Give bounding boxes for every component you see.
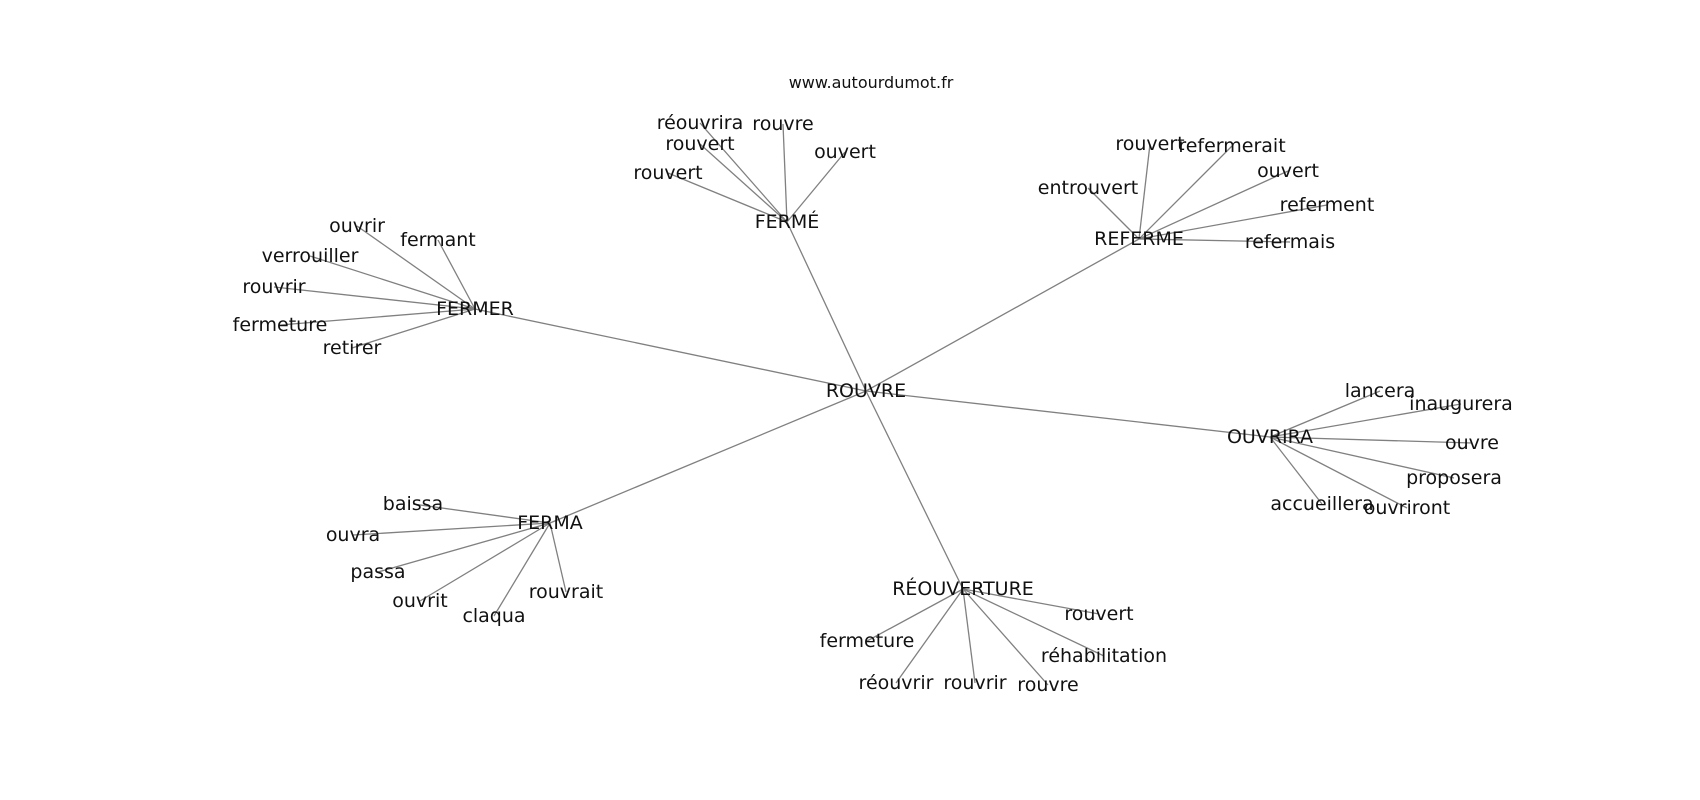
leaf-node: refermerait (1178, 135, 1285, 157)
edge-cluster-to-leaf (279, 308, 476, 326)
leaf-node: refermais (1245, 231, 1335, 253)
leaf-node: accueillera (1270, 493, 1373, 515)
labels-layer: ROUVRE FERMÉ réouvrira rouvre rouvert rouvert… (233, 112, 1513, 696)
edge-cluster-to-leaf (1087, 187, 1140, 240)
leaf-node: ouvrit (392, 590, 447, 612)
edge-cluster-to-leaf (962, 588, 1100, 615)
leaf-node: inaugurera (1409, 393, 1513, 415)
edge-cluster-to-leaf (699, 122, 788, 223)
edge-center-to-cluster (865, 238, 1140, 392)
leaf-node: rouvert (1115, 133, 1184, 155)
cluster-node: REFERME (1094, 228, 1184, 250)
edge-cluster-to-leaf (895, 588, 964, 684)
edge-center-to-cluster (786, 221, 867, 392)
cluster-node: FERMÉ (755, 210, 820, 233)
edge-cluster-to-leaf (1138, 204, 1328, 240)
leaf-node: claqua (462, 605, 525, 627)
leaf-node: rouvrait (529, 581, 604, 603)
leaf-node: lancera (1345, 380, 1416, 402)
edge-cluster-to-leaf (962, 588, 976, 684)
edge-cluster-to-leaf (1269, 390, 1381, 438)
edge-cluster-to-leaf (786, 151, 846, 223)
leaf-node: fermeture (820, 630, 915, 652)
edge-cluster-to-leaf (699, 143, 788, 223)
edge-cluster-to-leaf (1138, 145, 1233, 240)
edge-cluster-to-leaf (1138, 170, 1289, 240)
edge-center-to-cluster (865, 390, 964, 590)
edge-cluster-to-leaf (1269, 436, 1408, 509)
edge-cluster-to-leaf (351, 308, 476, 349)
edge-cluster-to-leaf (866, 588, 964, 642)
leaf-node: ouvre (1445, 432, 1499, 454)
leaf-node: réouvrira (657, 112, 744, 134)
edge-center-to-cluster (549, 390, 867, 524)
edge-cluster-to-leaf (1138, 238, 1291, 243)
edge-cluster-to-leaf (962, 588, 1049, 686)
cluster-node: FERMER (436, 298, 514, 320)
leaf-node: rouvert (633, 162, 702, 184)
edge-cluster-to-leaf (352, 522, 551, 536)
edge-cluster-to-leaf (1269, 436, 1473, 444)
leaf-node: ouvert (814, 141, 876, 163)
leaf-node: rouvrir (943, 672, 1006, 694)
edge-cluster-to-leaf (273, 286, 476, 310)
center-node: ROUVRE (826, 380, 906, 402)
edge-cluster-to-leaf (782, 123, 788, 223)
edges-layer (273, 122, 1473, 686)
edge-cluster-to-leaf (493, 522, 551, 617)
edge-center-to-cluster (474, 308, 867, 392)
edge-cluster-to-leaf (667, 172, 788, 223)
leaf-node: verrouiller (262, 245, 359, 267)
leaf-node: rouvrir (242, 276, 305, 298)
leaf-node: réouvrir (859, 672, 934, 694)
edge-cluster-to-leaf (377, 522, 551, 573)
cluster-node: RÉOUVERTURE (892, 577, 1034, 600)
edge-cluster-to-leaf (309, 255, 476, 310)
edge-cluster-to-leaf (356, 225, 476, 310)
leaf-node: rouvert (1064, 603, 1133, 625)
leaf-node: ouvra (326, 524, 380, 546)
leaf-node: ouvrir (329, 215, 385, 237)
leaf-node: fermeture (233, 314, 328, 336)
edge-cluster-to-leaf (437, 239, 476, 310)
edge-cluster-to-leaf (962, 588, 1105, 657)
edge-cluster-to-leaf (1138, 143, 1151, 240)
leaf-node: rouvre (752, 113, 813, 135)
edge-center-to-cluster (865, 390, 1271, 438)
edge-cluster-to-leaf (1269, 436, 1323, 505)
leaf-node: réhabilitation (1041, 645, 1167, 667)
leaf-node: ouvriront (1364, 497, 1451, 519)
leaf-node: proposera (1406, 467, 1502, 489)
leaf-node: rouvert (665, 133, 734, 155)
edge-cluster-to-leaf (1269, 403, 1462, 438)
leaf-node: passa (350, 561, 405, 583)
edge-cluster-to-leaf (1269, 436, 1455, 479)
edge-cluster-to-leaf (412, 503, 551, 524)
leaf-node: retirer (323, 337, 382, 359)
cluster-node: FERMA (517, 512, 583, 534)
leaf-node: rouvre (1017, 674, 1078, 696)
leaf-node: entrouvert (1038, 177, 1138, 199)
leaf-node: ouvert (1257, 160, 1319, 182)
edge-cluster-to-leaf (419, 522, 551, 602)
leaf-node: referment (1280, 194, 1375, 216)
leaf-node: fermant (400, 229, 476, 251)
edge-cluster-to-leaf (549, 522, 567, 593)
cluster-node: OUVRIRA (1227, 426, 1313, 448)
credit-text: www.autourdumot.fr (789, 73, 954, 92)
leaf-node: baissa (383, 493, 443, 515)
